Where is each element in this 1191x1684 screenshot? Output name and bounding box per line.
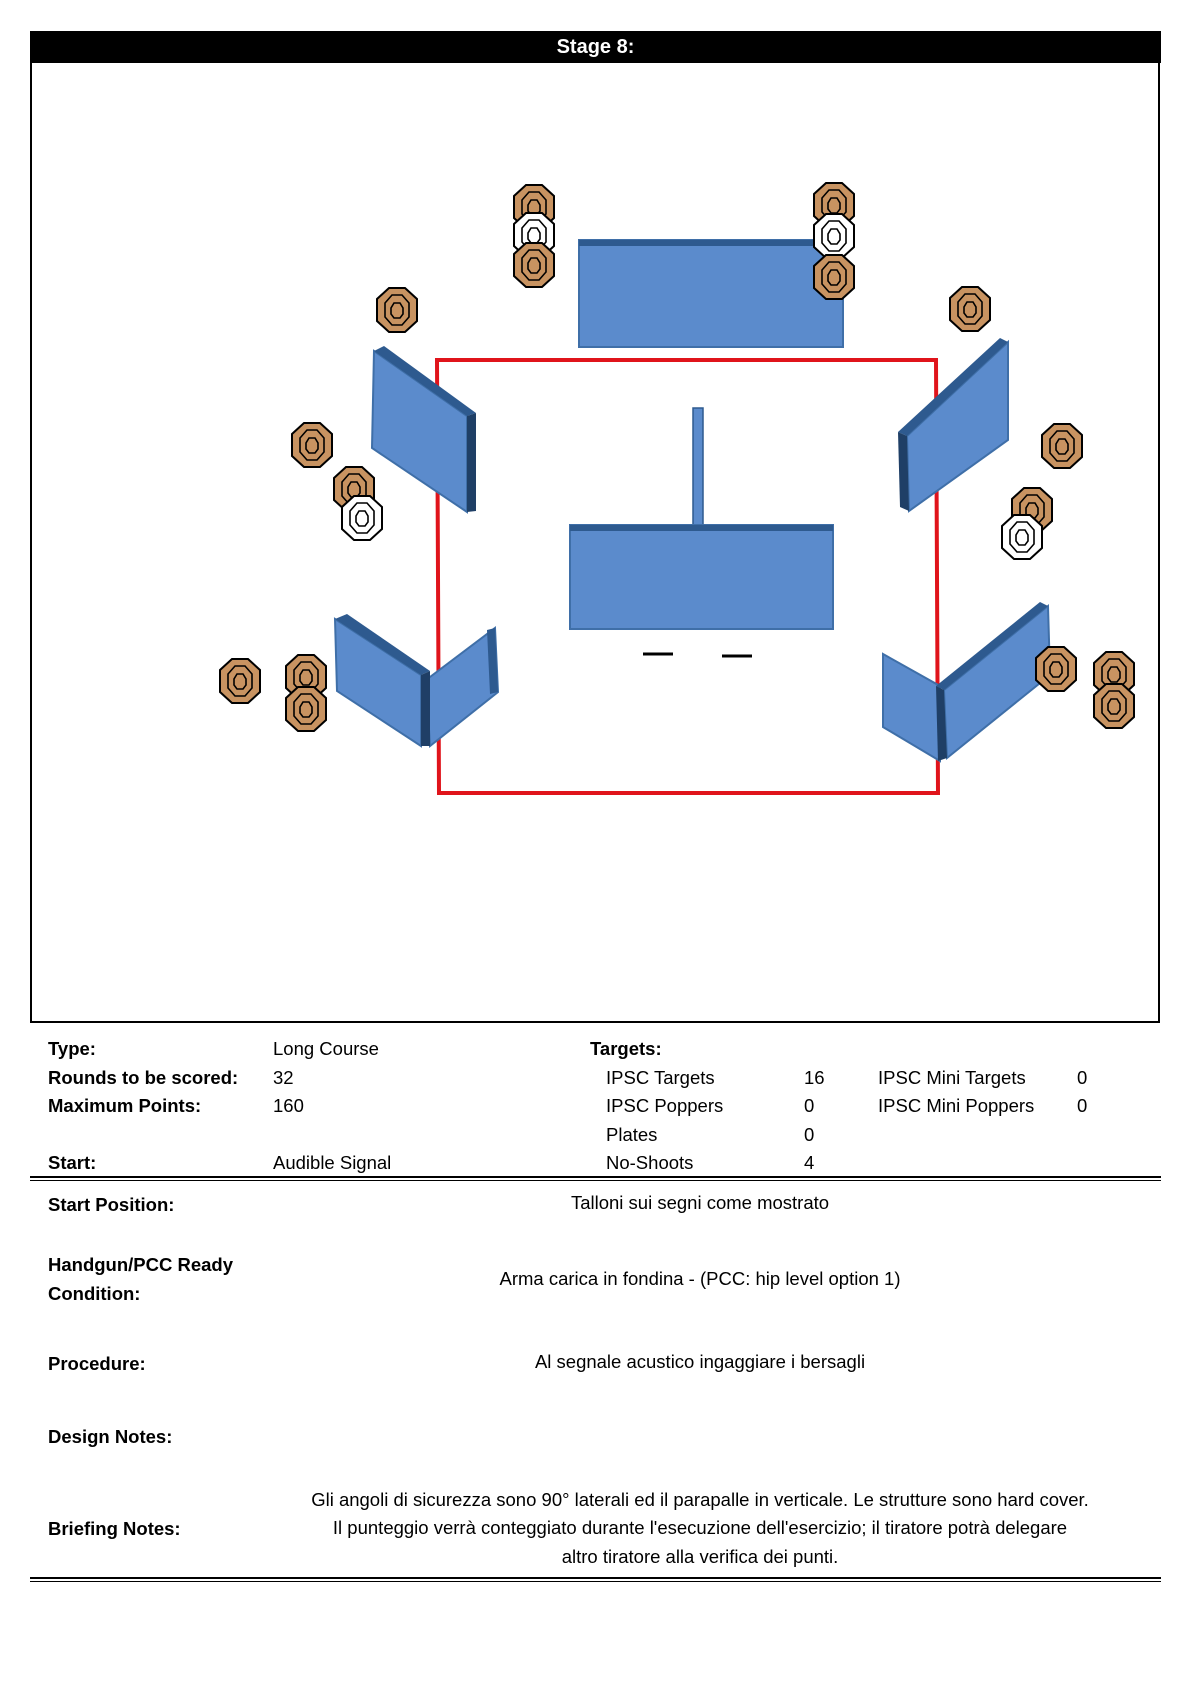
no-shoots-label: No-Shoots <box>606 1152 694 1173</box>
no-shoot-target <box>341 495 383 541</box>
target-paper <box>949 286 991 332</box>
rounds-value: 32 <box>273 1067 294 1088</box>
target-paper <box>1035 646 1077 692</box>
procedure-value: Al segnale acustico ingaggiare i bersagl… <box>534 1351 866 1372</box>
briefing-notes-line2: Il punteggio verrà conteggiato durante l… <box>332 1517 1068 1538</box>
no-shoot-target <box>813 213 855 259</box>
type-value: Long Course <box>273 1038 379 1059</box>
plates-value: 0 <box>804 1124 815 1145</box>
type-label: Type: <box>48 1038 96 1059</box>
start-position-value: Talloni sui segni come mostrato <box>570 1192 830 1213</box>
target-paper <box>376 287 418 333</box>
start-position-label: Start Position: <box>48 1194 175 1215</box>
briefing-notes-line1: Gli angoli di sicurezza sono 90° lateral… <box>311 1489 1089 1510</box>
design-notes-label: Design Notes: <box>48 1426 173 1447</box>
mini-poppers-label: IPSC Mini Poppers <box>878 1095 1035 1116</box>
target-paper <box>813 254 855 300</box>
briefing-notes-line3: altro tiratore alla verifica dei punti. <box>561 1546 839 1567</box>
wall-center <box>569 407 834 630</box>
ready-condition-label-line2: Condition: <box>48 1283 141 1304</box>
procedure-label: Procedure: <box>48 1353 146 1374</box>
max-points-label: Maximum Points: <box>48 1095 202 1116</box>
wall-top <box>578 239 844 348</box>
target-paper <box>219 658 261 704</box>
wall-lower-left <box>333 614 500 748</box>
ready-condition-value: Arma carica in fondina - (PCC: hip level… <box>499 1268 901 1289</box>
rounds-label: Rounds to be scored: <box>48 1067 239 1088</box>
briefing-notes-label: Briefing Notes: <box>48 1518 181 1539</box>
wall-right-upper <box>898 338 1009 513</box>
stage-diagram-svg <box>219 182 1135 795</box>
ipsc-poppers-value: 0 <box>804 1095 815 1116</box>
wall-left-upper <box>370 346 476 514</box>
ready-condition-label-line1: Handgun/PCC Ready <box>48 1254 234 1275</box>
no-shoots-value: 4 <box>804 1152 815 1173</box>
mini-targets-label: IPSC Mini Targets <box>878 1067 1026 1088</box>
mini-poppers-value: 0 <box>1077 1095 1088 1116</box>
stage-title-bar: Stage 8: <box>30 31 1161 63</box>
stage-title: Stage 8: <box>556 35 635 58</box>
fault-line <box>434 358 941 795</box>
target-paper <box>291 422 333 468</box>
start-label: Start: <box>48 1152 97 1173</box>
target-paper <box>1041 423 1083 469</box>
target-paper <box>513 242 555 288</box>
ipsc-targets-label: IPSC Targets <box>606 1067 715 1088</box>
no-shoot-target <box>1001 514 1043 560</box>
target-paper <box>285 686 327 732</box>
max-points-value: 160 <box>273 1095 304 1116</box>
target-paper <box>1093 683 1135 729</box>
plates-label: Plates <box>606 1124 658 1145</box>
section-divider-top <box>30 1176 1161 1181</box>
wall-lower-right <box>882 602 1052 763</box>
stage-diagram <box>30 63 1160 1023</box>
section-divider-bottom <box>30 1577 1161 1582</box>
targets-heading: Targets: <box>590 1038 662 1059</box>
ipsc-targets-value: 16 <box>804 1067 825 1088</box>
mini-targets-value: 0 <box>1077 1067 1088 1088</box>
start-value: Audible Signal <box>273 1152 392 1173</box>
ipsc-poppers-label: IPSC Poppers <box>606 1095 724 1116</box>
